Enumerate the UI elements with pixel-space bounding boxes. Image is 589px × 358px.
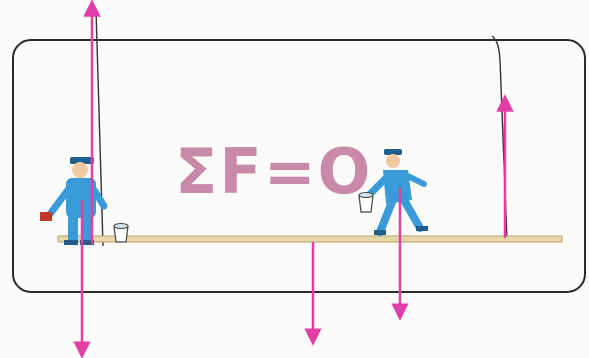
scaffold-plank xyxy=(57,235,563,243)
paint-bucket-icon xyxy=(113,223,129,243)
painter-with-brush-icon xyxy=(40,157,108,245)
equilibrium-equation: ΣF=O xyxy=(175,135,372,208)
left-rope xyxy=(95,9,104,247)
frame-border xyxy=(12,39,586,293)
painter-walking-with-bucket-icon xyxy=(358,149,428,236)
right-rope xyxy=(491,35,508,241)
